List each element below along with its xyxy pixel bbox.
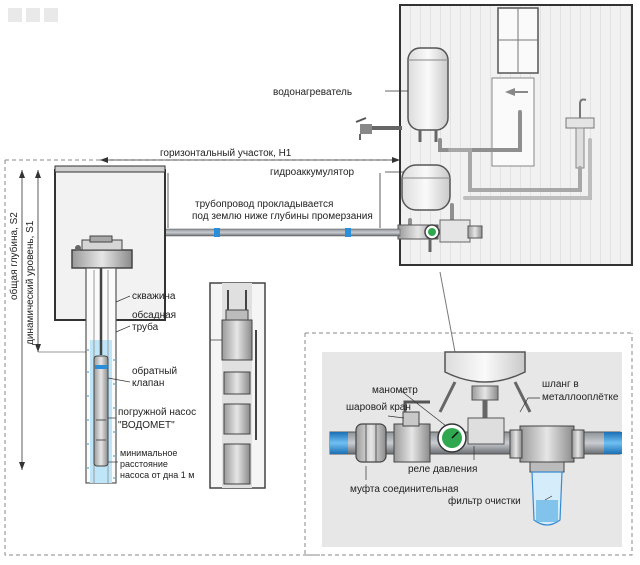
label-horizontal-section: горизонтальный участок, H1 xyxy=(160,148,292,159)
outdoor-tap-icon xyxy=(355,117,402,140)
label-pump-line1: погружной насос xyxy=(118,407,196,418)
label-min-distance-line2: расстояние xyxy=(120,459,168,469)
label-pipeline-line1: трубопровод прокладывается xyxy=(195,198,333,210)
label-manometer: манометр xyxy=(372,385,418,396)
label-check-valve-line2: клапан xyxy=(132,378,164,389)
label-coupling: муфта соединительная xyxy=(350,483,458,495)
water-heater xyxy=(385,47,449,142)
label-filter: фильтр очистки xyxy=(448,495,521,507)
label-min-distance-line1: минимальное xyxy=(120,448,177,458)
pump-detail-view xyxy=(209,282,266,489)
submersible-pump xyxy=(93,355,109,467)
label-check-valve-line1: обратный xyxy=(132,365,177,377)
logo-faded xyxy=(8,8,58,22)
label-pump-line2: "ВОДОМЕТ" xyxy=(118,420,175,431)
label-hydro-accumulator: гидроаккумулятор xyxy=(270,167,355,178)
label-dynamic-level: динамический уровень, S1 xyxy=(25,220,36,345)
well-cap xyxy=(71,235,133,269)
label-casing-line2: труба xyxy=(132,321,159,333)
well-leader-lines xyxy=(107,295,131,463)
label-well: скважина xyxy=(132,291,176,302)
detail-leader-lines xyxy=(365,389,553,501)
label-hose-line1: шланг в xyxy=(542,379,579,390)
depth-dimensions xyxy=(19,170,86,470)
label-ball-valve: шаровой кран xyxy=(346,402,411,413)
label-hose-line2: металлооплётке xyxy=(542,392,619,403)
well-water-dots xyxy=(87,349,115,479)
fitting-assembly xyxy=(329,400,622,526)
label-total-depth: общая глубина, S2 xyxy=(8,212,20,300)
label-pipeline-line2: под землю ниже глубины промерзания xyxy=(192,210,373,222)
house xyxy=(399,4,633,266)
label-casing-line1: обсадная xyxy=(132,309,176,321)
pump-station xyxy=(397,219,483,252)
detail-panel xyxy=(304,271,633,556)
label-min-distance-line3: насоса от дна 1 м xyxy=(120,470,194,480)
hydro-accumulator xyxy=(385,164,451,211)
horizontal-section-dimension xyxy=(100,157,400,228)
label-pressure-relay: реле давления xyxy=(408,464,477,475)
house-plumbing xyxy=(408,110,592,234)
label-water-heater: водонагреватель xyxy=(273,87,352,98)
